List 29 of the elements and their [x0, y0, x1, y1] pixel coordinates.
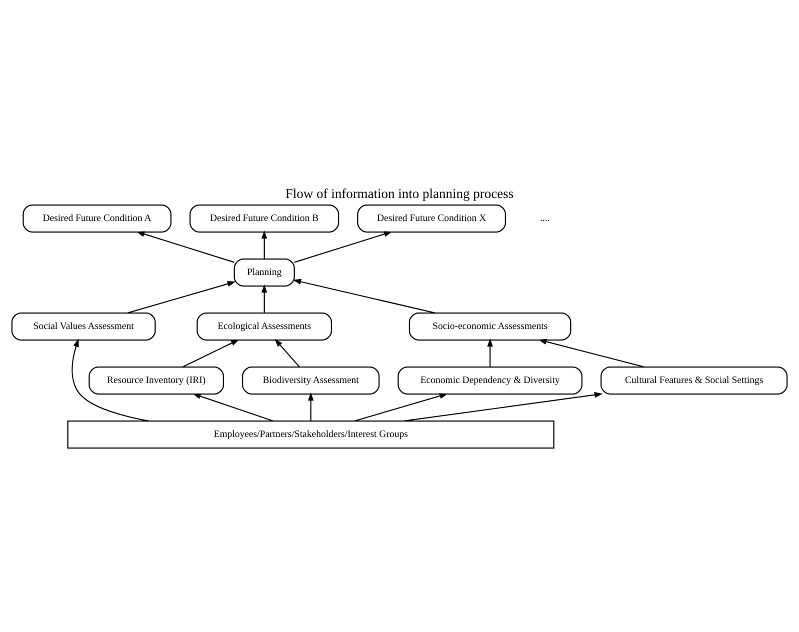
arrow — [538, 338, 645, 368]
arrow — [261, 230, 268, 259]
arrow — [127, 281, 236, 314]
arrow — [487, 338, 493, 367]
arrow — [292, 278, 436, 314]
node-box: Desired Future Condition A — [22, 204, 172, 233]
node-box: Economic Dependency & Diversity — [398, 366, 582, 395]
node-box: Cultural Features & Social Settings — [600, 366, 788, 395]
arrow — [404, 392, 603, 422]
node-box: Desired Future Condition X — [357, 204, 506, 233]
diagram-title: Flow of information into planning process — [285, 186, 514, 201]
arrow — [354, 393, 448, 422]
arrow — [182, 339, 240, 368]
arrow — [308, 392, 314, 421]
node-box: Biodiversity Assessment — [242, 366, 380, 395]
node-box: Desired Future Condition B — [190, 204, 340, 233]
arrow — [72, 338, 149, 422]
node-box: Resource Inventory (IRI) — [88, 366, 224, 395]
arrow — [192, 393, 274, 422]
arrow — [136, 231, 234, 263]
node-box: Employees/Partners/Stakeholders/Interest Groups — [67, 420, 554, 449]
node-box: Planning — [234, 258, 295, 287]
arrow — [261, 284, 268, 313]
label: .... — [540, 213, 550, 224]
node-box: Social Values Assessment — [11, 312, 156, 341]
node-box: Socio-economic Assessments — [408, 312, 572, 341]
node-box: Ecological Assessments — [196, 312, 332, 341]
arrow — [274, 338, 300, 368]
arrow — [294, 231, 392, 263]
